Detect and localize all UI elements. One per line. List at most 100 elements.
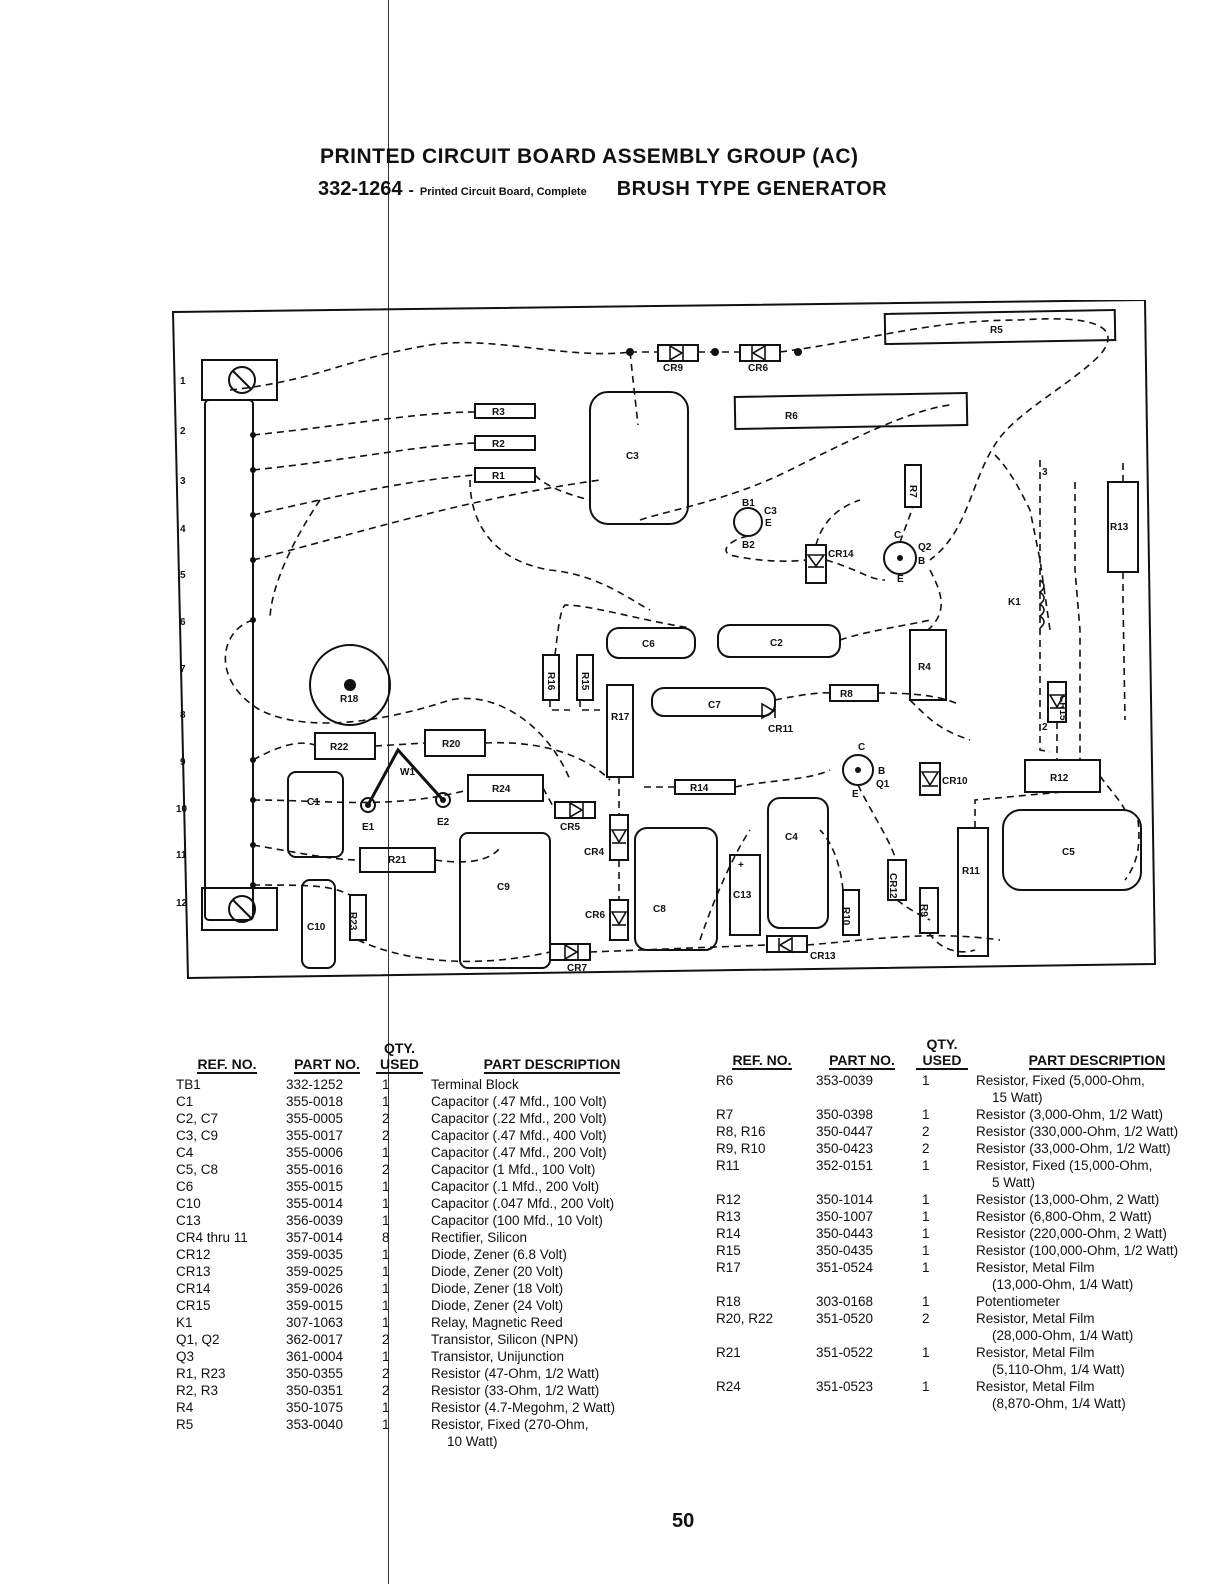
header-part: PART NO. — [829, 1052, 895, 1070]
description-cell: Transistor, Unijunction — [431, 1349, 565, 1364]
r16-label: R16 — [545, 672, 556, 691]
part-number-cell: 351-0522 — [816, 1345, 874, 1360]
ref-cell: CR12 — [176, 1247, 211, 1262]
q1-e-label: E — [852, 789, 859, 800]
qty-cell: 2 — [922, 1124, 930, 1139]
r5-label: R5 — [990, 325, 1003, 336]
description-cell: Rectifier, Silicon — [431, 1230, 528, 1245]
ref-cell: C5, C8 — [176, 1162, 219, 1177]
subtitle-separator: - — [408, 182, 414, 199]
description-cell: Resistor (330,000-Ohm, 1/2 Watt) — [976, 1124, 1179, 1139]
qty-cell: 1 — [922, 1260, 930, 1275]
description-cell: Resistor (33-Ohm, 1/2 Watt) — [431, 1383, 600, 1398]
ref-cell: CR4 thru 11 — [176, 1230, 248, 1245]
c9-label: C9 — [497, 882, 510, 893]
c3-label: C3 — [626, 451, 639, 462]
description-cell: Resistor (100,000-Ohm, 1/2 Watt) — [976, 1243, 1179, 1258]
cr6-label: CR6 — [585, 910, 605, 921]
ref-cell: C3, C9 — [176, 1128, 219, 1143]
r20-label: R20 — [442, 739, 461, 750]
ref-cell: R24 — [716, 1379, 741, 1394]
description-cell: Capacitor (.047 Mfd., 200 Volt) — [431, 1196, 615, 1211]
description-cell: Capacitor (.47 Mfd., 200 Volt) — [431, 1145, 607, 1160]
q2-e-label: E — [897, 574, 904, 585]
qty-cell: 1 — [382, 1298, 390, 1313]
terminal-label: 7 — [180, 664, 186, 675]
qty-cell: 2 — [382, 1383, 390, 1398]
generator-type: BRUSH TYPE GENERATOR — [616, 178, 888, 200]
board-part-description: Printed Circuit Board, Complete — [419, 186, 587, 198]
r1-label: R1 — [492, 471, 505, 482]
q2-label: Q2 — [918, 542, 932, 553]
qty-cell: 1 — [382, 1213, 390, 1228]
description-cell: Capacitor (.47 Mfd., 100 Volt) — [431, 1094, 607, 1109]
r6-label: R6 — [785, 411, 798, 422]
qty-cell: 2 — [382, 1332, 390, 1347]
description-cell: Capacitor (.1 Mfd., 200 Volt) — [431, 1179, 600, 1194]
qty-cell: 1 — [922, 1379, 930, 1394]
qty-cell: 1 — [382, 1247, 390, 1262]
description-cell: Resistor (3,000-Ohm, 1/2 Watt) — [976, 1107, 1164, 1122]
w1-label: W1 — [400, 767, 415, 778]
ref-cell: R18 — [716, 1294, 741, 1309]
q2-c-label: C — [894, 530, 901, 541]
ref-cell: C2, C7 — [176, 1111, 219, 1126]
ref-cell: R20, R22 — [716, 1311, 774, 1326]
description-cell: Resistor (6,800-Ohm, 2 Watt) — [976, 1209, 1152, 1224]
qty-cell: 1 — [922, 1192, 930, 1207]
terminal-label: 1 — [180, 376, 186, 387]
ref-cell: R6 — [716, 1073, 734, 1088]
c13-label: C13 — [733, 890, 752, 901]
part-number-cell: 356-0039 — [286, 1213, 344, 1228]
part-number-cell: 350-0423 — [816, 1141, 874, 1156]
part-number-cell: 351-0520 — [816, 1311, 874, 1326]
c7-label: C7 — [708, 700, 721, 711]
description-cell: Resistor, Metal Film(8,870-Ohm, 1/4 Watt… — [976, 1379, 1126, 1411]
q2-b-label: B — [918, 556, 925, 567]
c2-label: C2 — [770, 638, 783, 649]
qty-cell: 1 — [922, 1073, 930, 1088]
ref-cell: C13 — [176, 1213, 201, 1228]
qty-cell: 1 — [382, 1264, 390, 1279]
ref-cell: Q3 — [176, 1349, 195, 1364]
header-part: PART NO. — [294, 1056, 360, 1074]
table-header-row: REF. NO. PART NO. QTY. USED PART DESCRIP… — [172, 1040, 677, 1076]
board-part-number: 332-1264 — [318, 178, 403, 200]
c13-plus: + — [738, 860, 744, 871]
description-cell: Resistor, Metal Film(28,000-Ohm, 1/4 Wat… — [976, 1311, 1134, 1343]
cr12-label: CR12 — [887, 873, 898, 899]
qty-cell: 1 — [382, 1349, 390, 1364]
subtitle: 332-1264-Printed Circuit Board, Complete… — [318, 178, 1078, 201]
c5-label: C5 — [1062, 847, 1075, 858]
c6-label: C6 — [642, 639, 655, 650]
qty-cell: 1 — [382, 1196, 390, 1211]
b2-label: B2 — [742, 540, 755, 551]
r6-body — [733, 391, 969, 431]
ref-cell: R13 — [716, 1209, 741, 1224]
part-number-cell: 303-0168 — [816, 1294, 874, 1309]
description-cell: Diode, Zener (18 Volt) — [431, 1281, 564, 1296]
part-number-cell: 350-0351 — [286, 1383, 344, 1398]
r4-label: R4 — [918, 662, 931, 673]
table-header-row: REF. NO. PART NO. QTY. USED PART DESCRIP… — [712, 1036, 1222, 1072]
part-number-cell: 350-0447 — [816, 1124, 874, 1139]
part-number-cell: 355-0017 — [286, 1128, 344, 1143]
part-number-cell: 350-0398 — [816, 1107, 874, 1122]
ref-cell: TB1 — [176, 1077, 201, 1092]
c10-label: C10 — [307, 922, 326, 933]
description-cell: Resistor, Fixed (5,000-Ohm,15 Watt) — [976, 1073, 1145, 1105]
description-cell: Resistor (4.7-Megohm, 2 Watt) — [431, 1400, 616, 1415]
description-cell: Resistor (47-Ohm, 1/2 Watt) — [431, 1366, 600, 1381]
